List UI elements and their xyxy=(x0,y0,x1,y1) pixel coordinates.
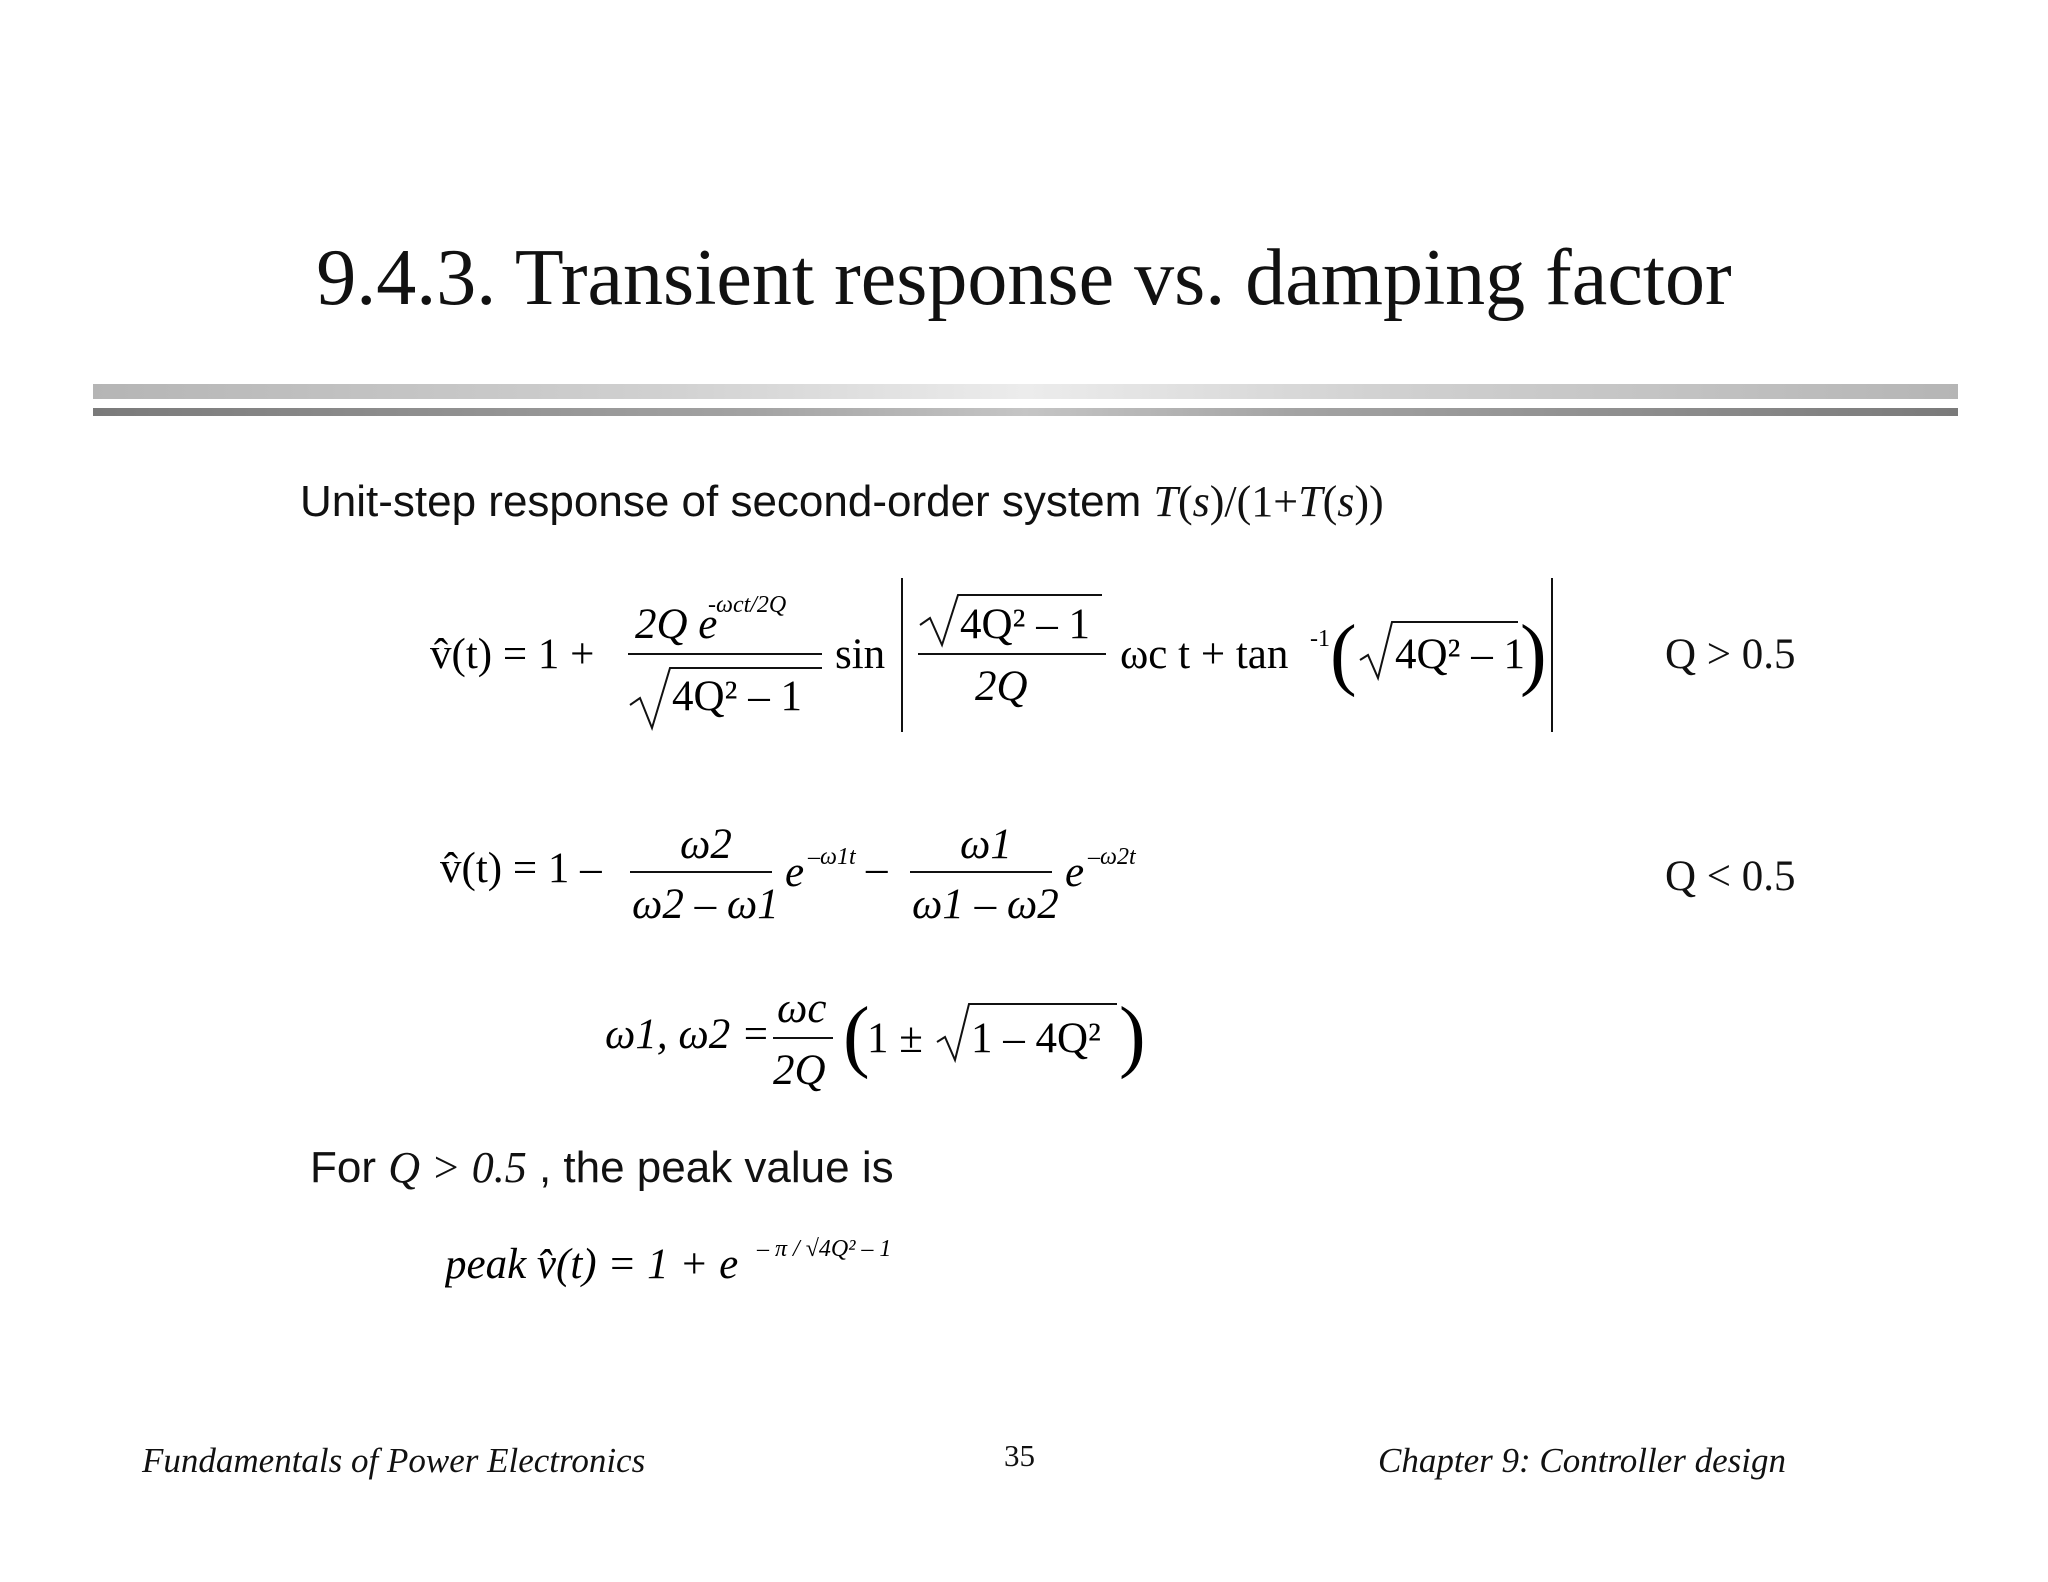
tf-open: ( xyxy=(1177,477,1193,526)
equation-roots: ω1, ω2 = ωc 2Q ( 1 ± 1 – 4Q² ) xyxy=(605,985,1146,1094)
eq1-lhs: v̂(t) = 1 + xyxy=(430,631,594,678)
peak-lhs: peak v̂(t) = 1 + e xyxy=(445,1241,738,1288)
peak-intro-rest: , the peak value is xyxy=(538,1143,894,1192)
tf-open2: ( xyxy=(1322,477,1338,526)
eq1-tan-exp: -1 xyxy=(1310,626,1330,652)
eq3-den: 2Q xyxy=(773,1047,826,1094)
eq2-lhs: v̂(t) = 1 – xyxy=(440,845,602,892)
eq3-num: ωc xyxy=(777,985,826,1032)
eq3-sqrt-sign xyxy=(936,1003,1117,1064)
eq1-paren-left: ( xyxy=(1330,610,1357,698)
equation-overdamped: v̂(t) = 1 – ω2 ω2 – ω1 e –ω1t – ω1 ω1 – … xyxy=(440,821,1137,928)
condition-q-less: Q < 0.5 xyxy=(1665,853,1796,900)
footer-book-title: Fundamentals of Power Electronics xyxy=(142,1441,646,1480)
eq1-inner-num: 4Q² – 1 xyxy=(960,601,1090,648)
tf-T2: T xyxy=(1298,477,1323,526)
eq3-paren-left: ( xyxy=(843,992,870,1080)
eq2-minus: – xyxy=(865,845,888,892)
eq2-f2-den: ω1 – ω2 xyxy=(912,881,1059,928)
eq1-den: 4Q² – 1 xyxy=(672,673,802,720)
eq1-sqrt-sign xyxy=(629,667,822,732)
condition-q-greater: Q > 0.5 xyxy=(1665,631,1796,678)
transfer-function: T(s)/(1+T(s)) xyxy=(1154,477,1384,526)
eq2-e1-exp: –ω1t xyxy=(807,844,857,870)
eq1-tan-sqrt xyxy=(1359,621,1518,682)
intro-text: Unit-step response of second-order syste… xyxy=(300,476,1384,527)
tf-mid: )/(1+ xyxy=(1209,477,1299,526)
eq1-num-exp: -ωct/2Q xyxy=(708,592,786,618)
eq1-paren-right: ) xyxy=(1520,610,1547,698)
footer-page-number: 35 xyxy=(1004,1438,1035,1473)
eq3-sqrt-arg: 1 – 4Q² xyxy=(971,1015,1101,1062)
eq1-num: 2Q e xyxy=(635,601,717,648)
equation-underdamped: v̂(t) = 1 + 2Q e -ωct/2Q 4Q² – 1 sin 4Q²… xyxy=(430,578,1553,732)
eq1-sin: sin xyxy=(835,631,885,678)
peak-intro-cond: Q > 0.5 xyxy=(388,1143,527,1192)
peak-intro-for: For xyxy=(310,1143,376,1192)
peak-exp: – π / √4Q² – 1 xyxy=(756,1236,891,1262)
eq1-tan-arg: 4Q² – 1 xyxy=(1395,631,1525,678)
eq2-e2-exp: –ω2t xyxy=(1087,844,1137,870)
eq2-e1: e xyxy=(785,849,804,896)
tf-T1: T xyxy=(1153,477,1178,526)
equation-peak: peak v̂(t) = 1 + e – π / √4Q² – 1 xyxy=(445,1236,891,1288)
eq3-one-pm: 1 ± xyxy=(867,1015,923,1062)
peak-intro: For Q > 0.5 , the peak value is xyxy=(310,1142,894,1193)
eq2-f1-den: ω2 – ω1 xyxy=(632,881,779,928)
title-divider-lower xyxy=(93,408,1958,416)
eq2-f2-num: ω1 xyxy=(960,821,1012,868)
tf-s2: s xyxy=(1337,477,1355,526)
title-divider-upper xyxy=(93,384,1958,399)
intro-label: Unit-step response of second-order syste… xyxy=(300,477,1142,526)
eq2-f1-num: ω2 xyxy=(680,821,732,868)
tf-s1: s xyxy=(1192,477,1210,526)
slide-title: 9.4.3. Transient response vs. damping fa… xyxy=(316,234,1732,322)
eq3-paren-right: ) xyxy=(1119,992,1146,1080)
eq1-inner-den: 2Q xyxy=(975,663,1028,710)
eq2-e2: e xyxy=(1065,849,1084,896)
tf-close: )) xyxy=(1354,477,1384,526)
eq1-inner-sqrt xyxy=(919,594,1102,648)
footer-chapter: Chapter 9: Controller design xyxy=(1378,1441,1787,1480)
eq1-omega-t: ωc t + tan xyxy=(1120,631,1288,678)
eq3-lhs: ω1, ω2 = xyxy=(605,1011,770,1058)
